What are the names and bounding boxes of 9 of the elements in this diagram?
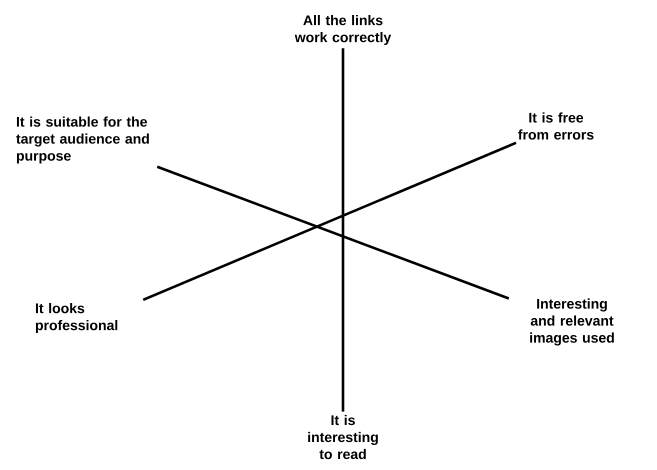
spoke-label: Interesting and relevant images used [530, 298, 614, 346]
spoke-label: It is interesting to read [308, 414, 378, 460]
spoke-label: It is suitable for the target audience and purpose [16, 116, 149, 164]
spoke-line [156, 166, 510, 300]
spoke-line [342, 48, 344, 412]
spoke-line [142, 142, 517, 301]
spoke-label: It looks professional [36, 302, 118, 334]
spoke-label: All the links work correctly [294, 14, 392, 46]
spoke-label: It is free from errors [518, 112, 594, 140]
